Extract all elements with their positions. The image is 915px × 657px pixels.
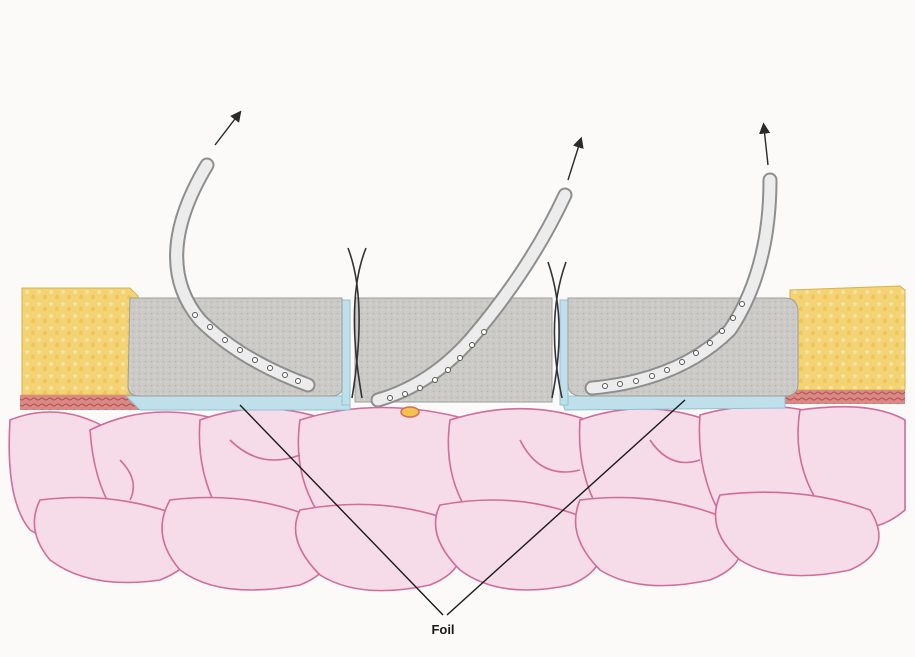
bowel-spot (401, 407, 419, 417)
bowel-loops (9, 406, 905, 591)
foil-label: Foil (408, 622, 478, 637)
abdominal-wall-right (782, 286, 905, 404)
abdominal-wall-left (20, 288, 140, 410)
